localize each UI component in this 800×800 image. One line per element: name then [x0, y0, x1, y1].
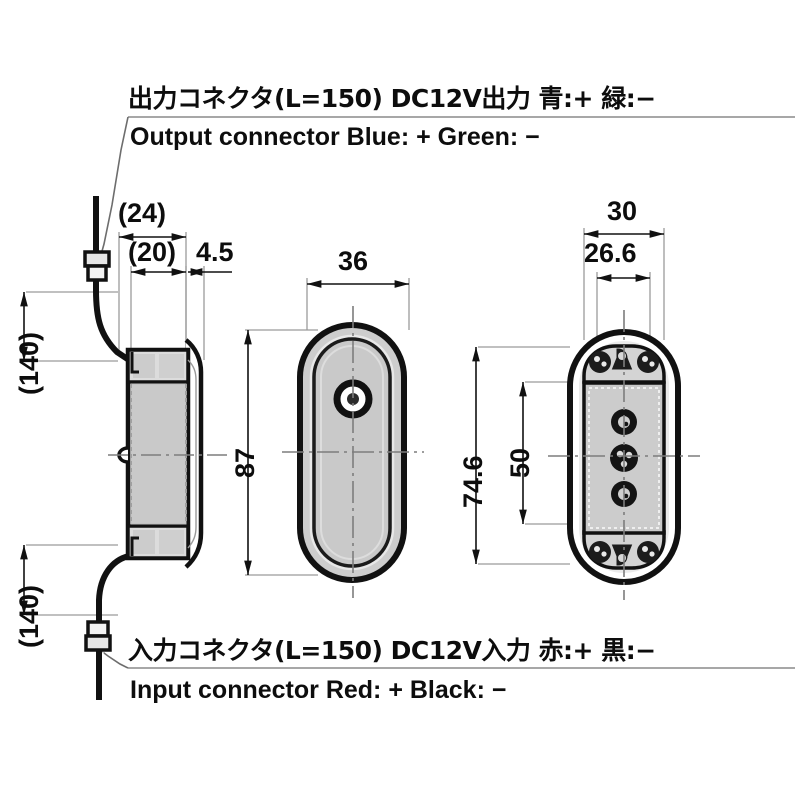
input-cable-ferrule [84, 620, 112, 652]
side-view-dimension-lines [20, 233, 232, 615]
output-connector-label-jp: 出力コネクタ(L=150) DC12V出力 青:+ 緑:− [128, 84, 656, 113]
dimension-4-5: 4.5 [196, 237, 234, 267]
front-view-centerlines [282, 306, 424, 598]
dimension-50: 50 [505, 447, 535, 478]
title-underlines [128, 116, 795, 669]
rear-view [472, 228, 700, 600]
cable-grommet-top [611, 348, 633, 370]
dimension-140-top: (140) [14, 331, 44, 395]
leader-line-output [98, 116, 129, 263]
mounting-screw-bottom-right [637, 541, 659, 563]
side-view [20, 196, 232, 700]
output-connector-label-en: Output connector Blue: + Green: − [130, 123, 540, 151]
output-cable [93, 196, 131, 363]
mounting-screw-top-left [589, 351, 611, 373]
input-connector-label-jp: 入力コネクタ(L=150) DC12V入力 赤:+ 黒:− [128, 636, 656, 665]
dimension-140-bottom: (140) [14, 584, 44, 648]
dimension-87: 87 [230, 447, 260, 478]
dimension-36: 36 [338, 246, 369, 276]
dimension-26-6: 26.6 [584, 238, 637, 268]
dimension-20: (20) [128, 237, 177, 267]
input-connector-label-en: Input connector Red: + Black: − [130, 676, 507, 704]
side-view-body [117, 338, 204, 569]
rear-view-dimension-lines [472, 230, 664, 564]
output-cable-ferrule [83, 250, 111, 282]
mounting-screw-top-right [637, 351, 659, 373]
dimension-24: (24) [118, 198, 167, 228]
front-view-dimension-lines [244, 280, 409, 575]
dimension-74-6: 74.6 [458, 455, 488, 508]
mounting-screw-bottom-left [589, 541, 611, 563]
side-view-extension-lines [26, 232, 205, 616]
leader-line-input [99, 649, 129, 669]
rear-view-centerlines [548, 310, 700, 600]
front-view [244, 278, 424, 598]
dimension-30: 30 [607, 196, 638, 226]
